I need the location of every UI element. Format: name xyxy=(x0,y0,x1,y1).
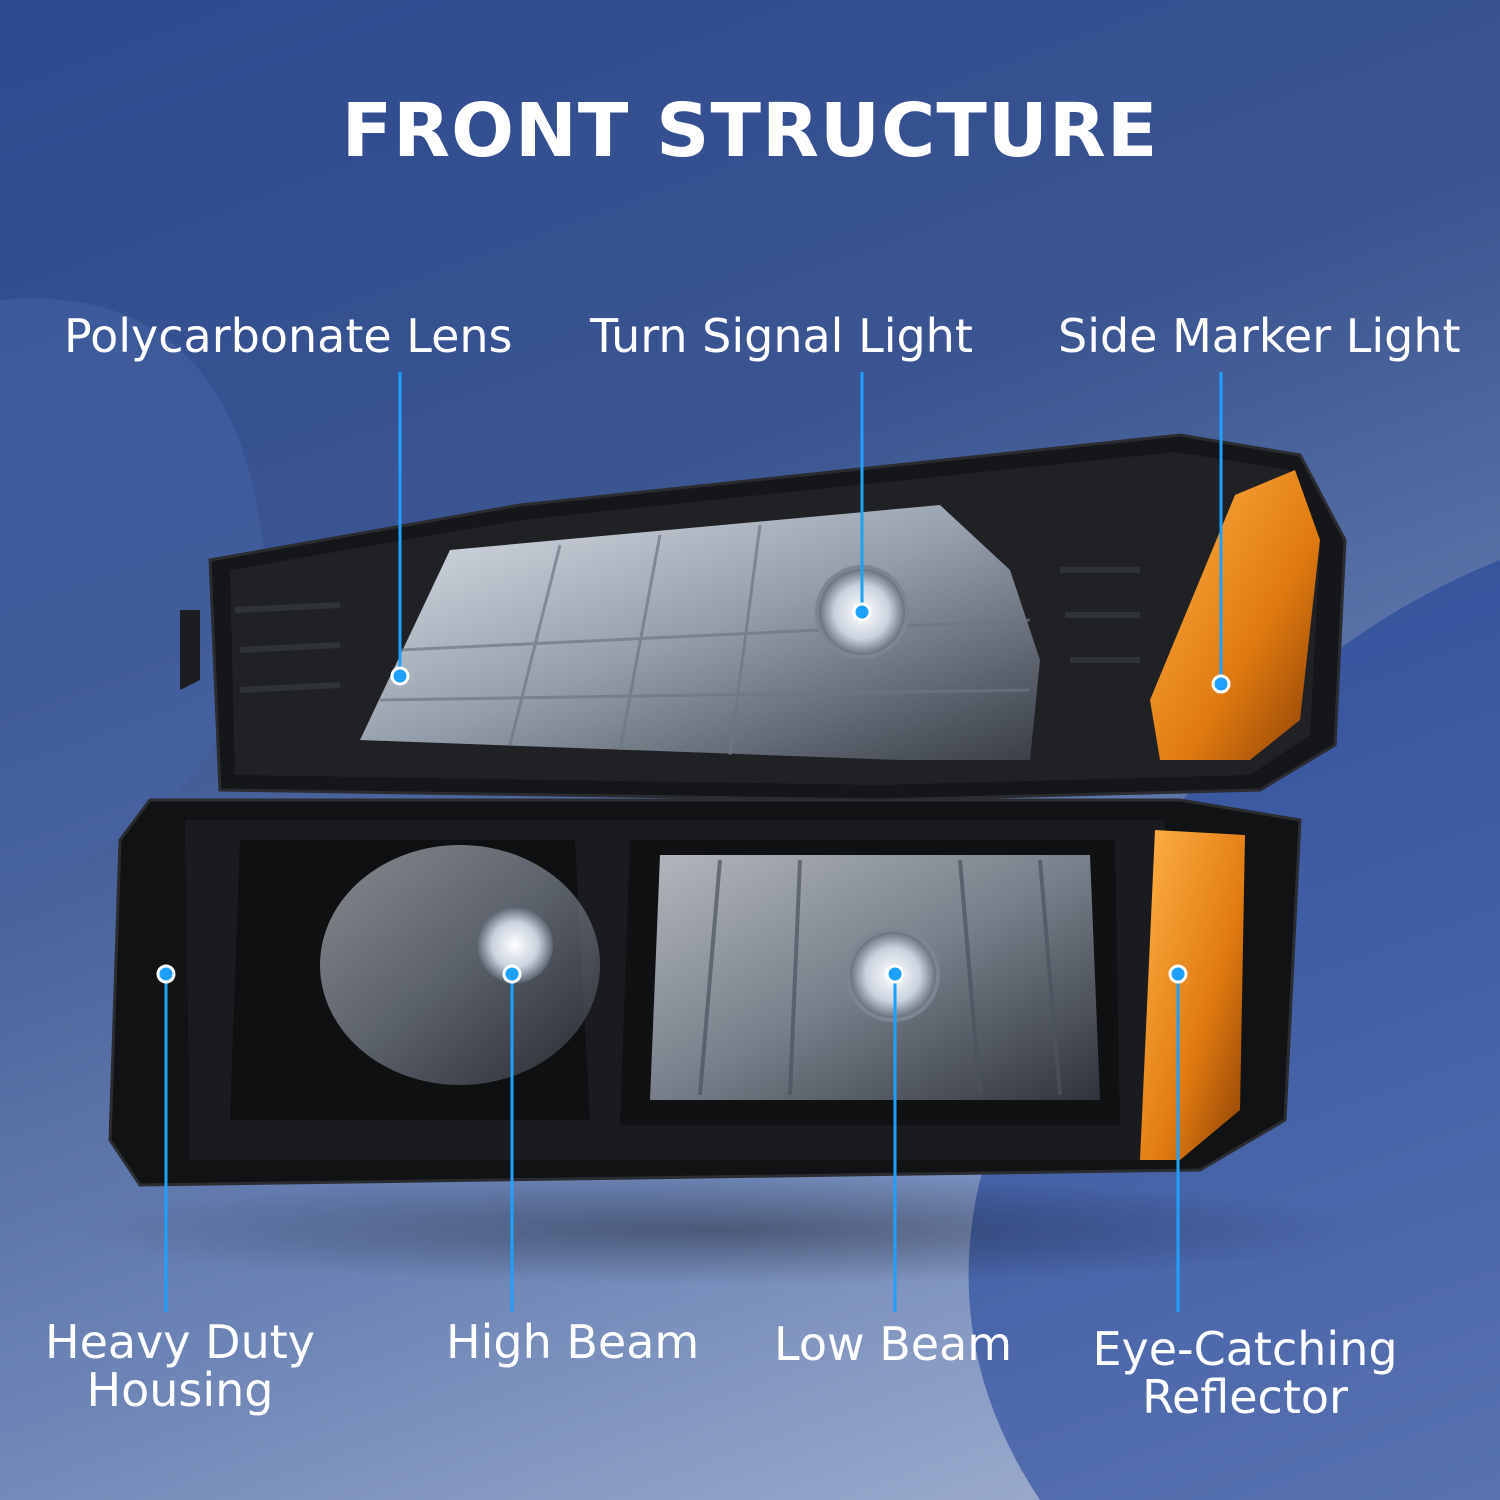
dot-reflector xyxy=(1168,964,1188,984)
label-high-beam: High Beam xyxy=(446,1315,700,1369)
label-turn-signal-light: Turn Signal Light xyxy=(590,309,973,363)
dot-high-beam xyxy=(502,964,522,984)
label-heavy-duty-line1: Heavy Duty xyxy=(45,1315,315,1369)
callout-lines xyxy=(164,372,1223,1312)
label-eye-catching-reflector: Eye-Catching Reflector xyxy=(1090,1325,1400,1422)
upper-lamp xyxy=(180,433,1347,802)
dot-side-marker xyxy=(1211,674,1231,694)
label-heavy-duty-line2: Housing xyxy=(86,1363,274,1418)
dot-polycarbonate-lens xyxy=(390,666,410,686)
label-polycarbonate-lens: Polycarbonate Lens xyxy=(64,309,513,363)
dot-turn-signal xyxy=(852,602,872,622)
page-title: FRONT STRUCTURE xyxy=(341,88,1159,174)
lower-lamp xyxy=(108,798,1302,1187)
dot-housing xyxy=(156,964,176,984)
callout-dots xyxy=(156,602,1231,984)
label-low-beam: Low Beam xyxy=(774,1317,1013,1371)
label-side-marker-light: Side Marker Light xyxy=(1058,309,1461,363)
label-eye-catching-line2: Reflector xyxy=(1142,1370,1348,1425)
dot-low-beam xyxy=(885,964,905,984)
label-heavy-duty-housing: Heavy Duty Housing xyxy=(40,1318,320,1415)
label-eye-catching-line1: Eye-Catching xyxy=(1092,1322,1398,1376)
floor-shadow xyxy=(70,1175,1370,1285)
bg-shape-left xyxy=(0,298,265,900)
